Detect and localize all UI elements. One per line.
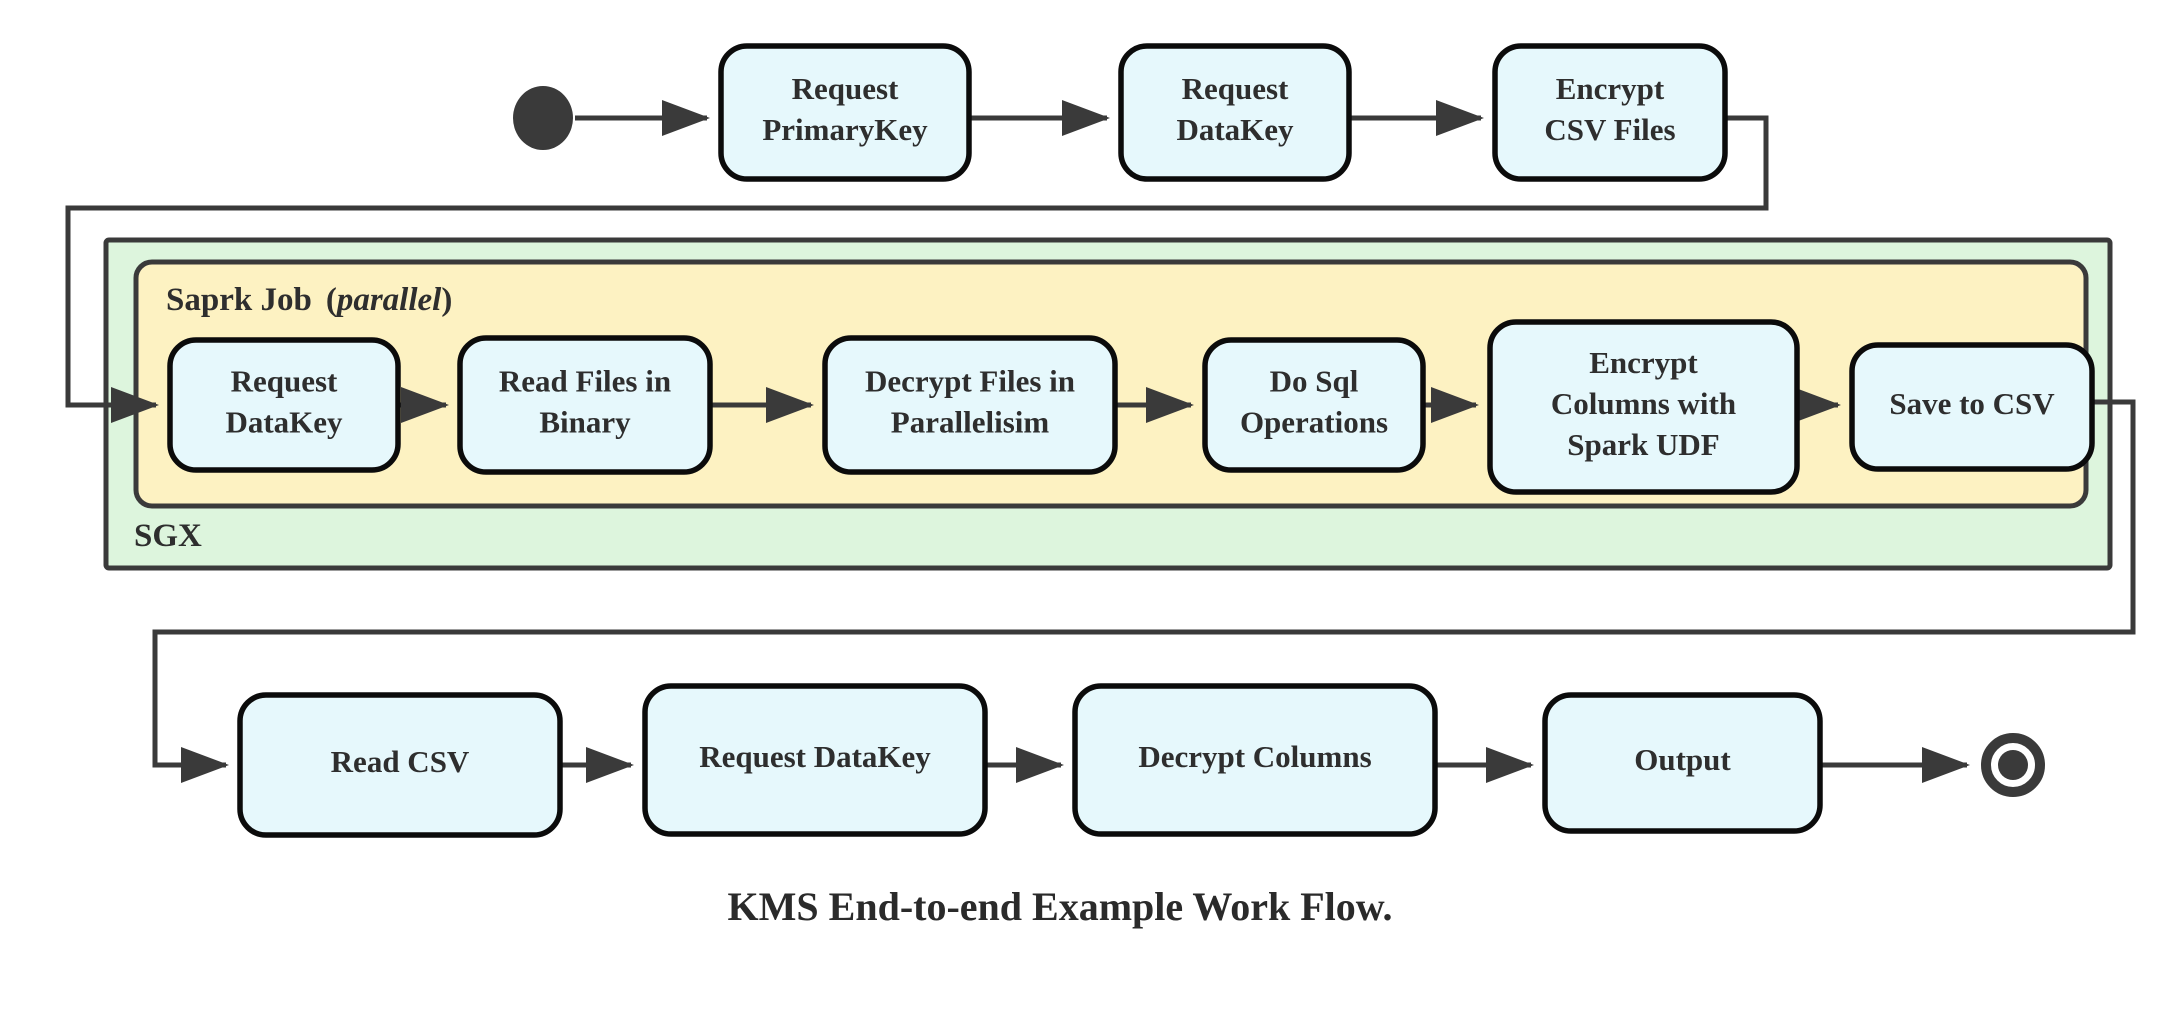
node-label-encrypt-csv-files-line2: CSV Files — [1544, 112, 1675, 147]
markers-layer — [513, 86, 2045, 797]
nodes-layer: RequestPrimaryKeyRequestDataKeyEncryptCS… — [167, 43, 2095, 838]
node-label-request-datakey-bottom-line1: Request DataKey — [699, 739, 931, 774]
node-label-read-files-in-binary-line2: Binary — [539, 405, 631, 440]
node-shape-encrypt-columns-with-spark-udf[interactable] — [1487, 319, 1800, 495]
node-request-datakey-bottom[interactable]: Request DataKey — [642, 683, 988, 837]
node-shape-request-datakey-top[interactable] — [1118, 43, 1352, 182]
spark-job-label-parallel: parallel — [334, 282, 442, 318]
node-shape-read-csv[interactable] — [237, 692, 563, 838]
node-shape-request-datakey-spark[interactable] — [167, 337, 401, 473]
node-save-to-csv[interactable]: Save to CSV — [1849, 342, 2095, 472]
node-label-decrypt-files-in-parallelisim-line2: Parallelisim — [891, 405, 1050, 440]
connectors-layer — [65, 100, 2136, 784]
node-label-encrypt-columns-with-spark-udf-line2: Columns with — [1551, 386, 1736, 421]
node-shape-save-to-csv[interactable] — [1849, 342, 2095, 472]
end-state-ring-icon — [1981, 733, 2045, 797]
connector-save-csv-to-read-csv — [152, 399, 2136, 784]
node-label-decrypt-files-in-parallelisim-line1: Decrypt Files in — [865, 364, 1075, 399]
node-shape-request-primarykey[interactable] — [718, 43, 972, 182]
node-shape-do-sql-operations[interactable] — [1202, 337, 1426, 473]
node-label-do-sql-operations-line1: Do Sql — [1270, 364, 1359, 399]
node-shape-decrypt-columns[interactable] — [1072, 683, 1438, 837]
node-read-csv[interactable]: Read CSV — [237, 692, 563, 838]
node-shape-decrypt-files-in-parallelisim[interactable] — [822, 335, 1118, 475]
node-label-encrypt-columns-with-spark-udf-line1: Encrypt — [1589, 345, 1698, 380]
node-label-request-primarykey-line2: PrimaryKey — [762, 112, 928, 147]
node-decrypt-files-in-parallelisim[interactable]: Decrypt Files in Parallelisim — [822, 335, 1118, 475]
node-read-files-in-binary[interactable]: Read Files in Binary — [457, 335, 713, 475]
node-label-encrypt-csv-files-line1: Encrypt — [1556, 71, 1665, 106]
end-state-core-icon — [1998, 750, 2028, 780]
node-label-output-line1: Output — [1634, 742, 1731, 777]
figure-caption: KMS End-to-end Example Work Flow. — [728, 884, 1393, 929]
node-label-read-files-in-binary-line1: Read Files in — [499, 364, 671, 399]
node-label-request-datakey-spark-line2: DataKey — [225, 405, 343, 440]
node-shape-output[interactable] — [1542, 692, 1823, 834]
node-label-save-to-csv-line1: Save to CSV — [1889, 386, 2055, 421]
node-shape-encrypt-csv-files[interactable] — [1492, 43, 1728, 182]
node-decrypt-columns[interactable]: Decrypt Columns — [1072, 683, 1438, 837]
node-label-request-datakey-top-line2: DataKey — [1176, 112, 1294, 147]
node-output[interactable]: Output — [1542, 692, 1823, 834]
spark-job-label-open-paren: ( — [326, 282, 337, 318]
node-label-request-datakey-spark-line1: Request — [231, 364, 338, 399]
spark-job-label-close-paren: ) — [441, 282, 452, 318]
spark-job-label-main: Saprk Job — [166, 282, 312, 318]
node-label-read-csv-line1: Read CSV — [331, 744, 470, 779]
node-label-decrypt-columns-line1: Decrypt Columns — [1138, 739, 1371, 774]
node-label-encrypt-columns-with-spark-udf-line3: Spark UDF — [1567, 427, 1719, 462]
node-shape-read-files-in-binary[interactable] — [457, 335, 713, 475]
sgx-label: SGX — [134, 518, 202, 554]
start-state-icon — [513, 86, 573, 150]
connector-encrypt-csv-feedback-to-spark-datakey — [65, 115, 1769, 424]
node-label-request-datakey-top-line1: Request — [1182, 71, 1289, 106]
node-label-do-sql-operations-line2: Operations — [1240, 405, 1388, 440]
node-label-request-primarykey-line1: Request — [792, 71, 899, 106]
spark-job-label: Saprk Job (parallel) — [166, 282, 452, 318]
node-shape-request-datakey-bottom[interactable] — [642, 683, 988, 837]
